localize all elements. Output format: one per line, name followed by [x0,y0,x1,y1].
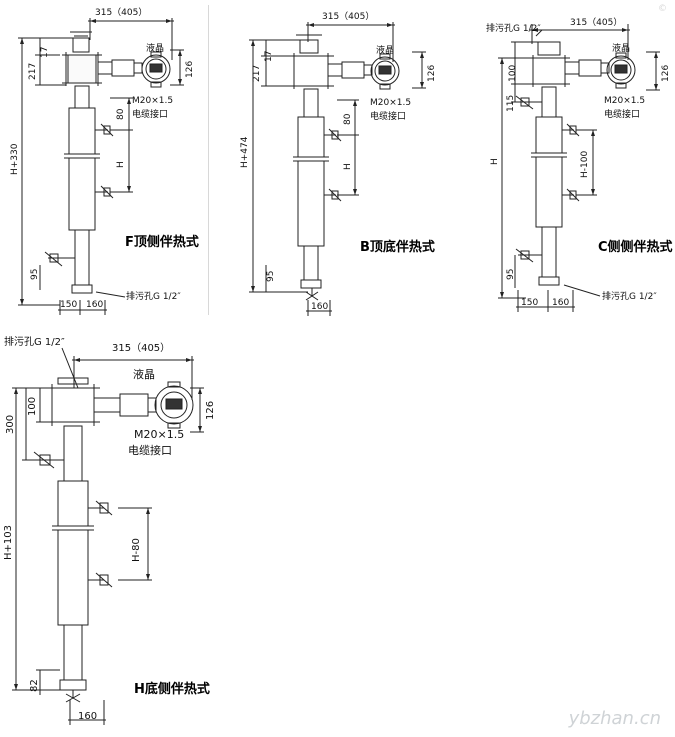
dim-bottom-drain: 95 [30,268,40,280]
dim-width-top: 315（405） [112,343,171,354]
panel-h: 排污孔G 1/2″ 315（405） 100 300 H+103 126 H-8… [0,330,260,735]
caption-f: F顶侧伴热式 [125,235,199,250]
dim-height-head: 217 [28,62,38,80]
label-thread: M20×1.5 [132,96,174,106]
divider [208,5,209,315]
dim-height-head: 100 [27,396,38,416]
label-cable: 电缆接口 [132,110,169,120]
dim-base-right: 160 [311,302,329,312]
dim-bottom-drain: 95 [506,268,516,280]
dim-top-offset: 17 [264,50,274,62]
drawing-b [249,22,426,316]
label-cable: 电缆接口 [370,112,407,122]
dim-height-head: 100 [508,64,518,82]
caption-h: H底侧伴热式 [134,682,210,697]
dim-height-right: 126 [427,64,437,82]
dim-base-left: 150 [521,298,539,308]
dim-total-height: H+330 [10,143,20,176]
watermark: ybzhan.cn [568,708,661,729]
dim-width-top: 315（405） [570,18,623,28]
panel-c: 排污孔G 1/2″ 315（405） 100 115 H 126 H-100 9… [478,0,675,320]
dim-total-height: H [490,158,500,165]
dim-bottom-drain: 82 [29,679,40,692]
label-thread: M20×1.5 [134,428,185,441]
label-drain: 排污孔G 1/2″ [126,292,181,302]
label-drain: 排污孔G 1/2″ [602,292,657,302]
dim-pitch-top: 115 [506,94,516,112]
label-cable: 电缆接口 [604,110,641,120]
dim-height-right: 126 [661,64,671,82]
dim-width-top: 315（405） [322,12,375,22]
caption-c: C侧侧伴热式 [598,240,673,255]
label-drain-top: 排污孔G 1/2″ [4,337,65,348]
dim-span: H-100 [580,150,590,178]
drawing-f [18,18,184,315]
panel-f: 315（405） 17 217 H+330 126 80 H 95 150 16… [0,0,210,320]
dim-base-left: 150 [60,300,78,310]
dim-height-right: 126 [205,400,216,420]
dim-base-right: 160 [552,298,570,308]
panel-b: 315（405） 17 217 H+474 126 80 H 95 160 液晶… [230,0,445,320]
dim-total-height: H+474 [240,136,250,169]
dim-pitch-top: 80 [116,108,126,120]
dim-bottom-drain: 95 [266,270,276,282]
dim-base-right: 160 [86,300,104,310]
label-thread: M20×1.5 [370,98,412,108]
caption-b: B顶底伴热式 [360,240,435,255]
dim-height-upper: 300 [5,414,16,434]
label-lcd: 液晶 [133,368,155,381]
dim-height-right: 126 [185,60,195,78]
dim-height-head: 217 [252,64,262,82]
label-drain-top: 排污孔G 1/2″ [486,24,541,34]
label-lcd: 液晶 [146,44,165,54]
dim-top-offset: 17 [40,46,50,58]
dim-pitch-top: 80 [343,113,353,125]
dim-span: H [116,161,126,168]
dim-span: H-80 [131,538,142,562]
dim-width-top: 315（405） [95,8,148,18]
drawing-h [12,347,204,725]
corner-mark: © [658,4,667,14]
label-thread: M20×1.5 [604,96,646,106]
dim-total-height: H+103 [3,525,14,560]
dim-span: H [343,163,353,170]
label-lcd: 液晶 [612,44,631,54]
dim-base-right: 160 [78,711,98,722]
label-lcd: 液晶 [376,46,395,56]
drawing-c [498,24,660,312]
label-cable: 电缆接口 [128,444,172,457]
